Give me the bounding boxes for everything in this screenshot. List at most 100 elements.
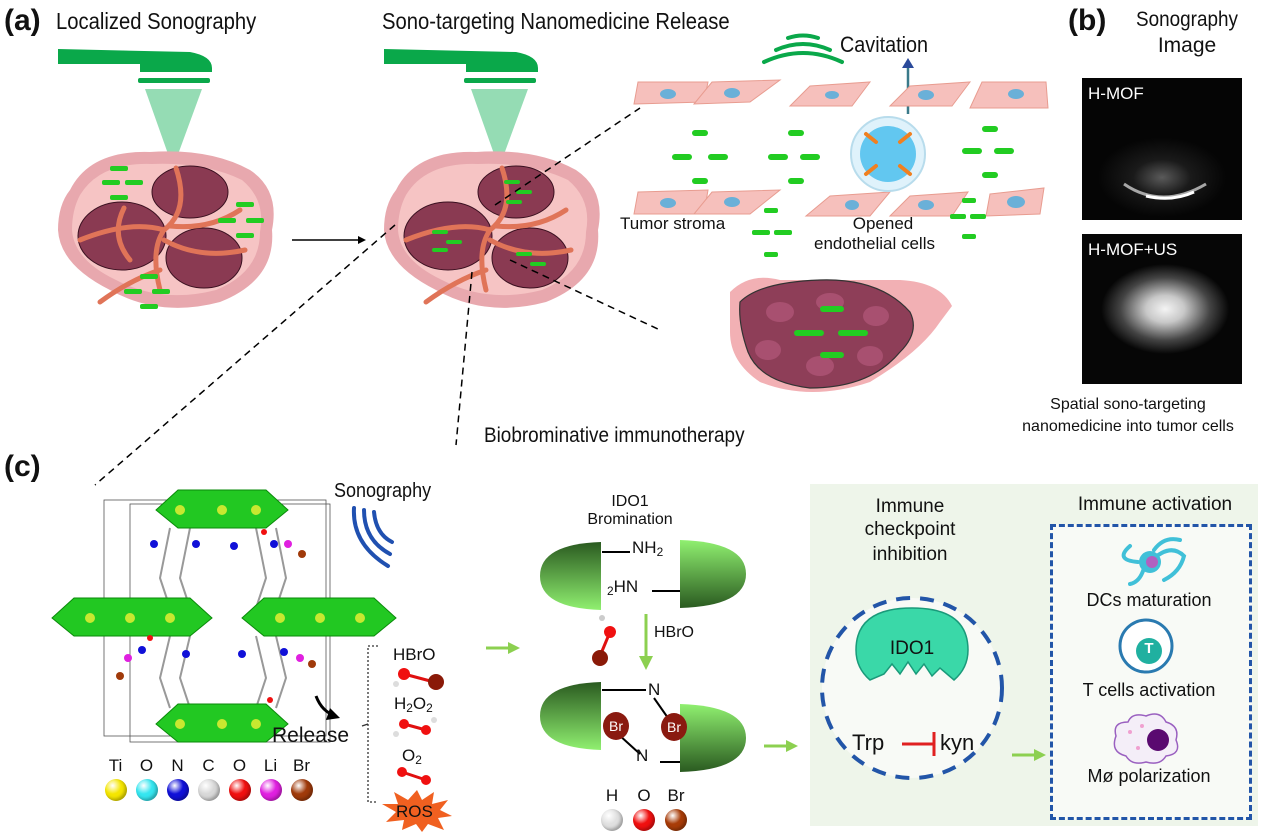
n-bottom-label: N — [636, 746, 649, 765]
legend-item: O — [628, 786, 660, 831]
ido1-enzyme-icon — [855, 607, 969, 681]
hbro-reagent-label: HBrO — [654, 624, 694, 641]
h2o2-label: H2O2 — [394, 694, 433, 715]
legend-symbol: O — [232, 756, 247, 775]
legend-symbol: Br — [293, 756, 310, 775]
legend-symbol: Ti — [108, 756, 123, 775]
localized-sonography-title: Localized Sonography — [56, 8, 257, 34]
atom-ball-icon — [228, 779, 251, 801]
ido1-enzyme-label: IDO1 — [889, 638, 935, 659]
panel-c-label: (c) — [4, 450, 41, 483]
legend-symbol: H — [605, 786, 619, 805]
sono-targeting-title: Sono-targeting Nanomedicine Release — [382, 8, 730, 34]
atom-ball-icon — [633, 809, 655, 831]
ros-burst-icon — [382, 790, 452, 832]
o2-sub: 2 — [415, 752, 422, 767]
hn-text: HN — [613, 577, 639, 596]
ido1-title-1: IDO1 — [611, 493, 649, 510]
progression-arrow-icon — [292, 236, 366, 244]
t-cell-icon — [1118, 618, 1174, 674]
mof-nanoparticles — [672, 126, 1014, 184]
o2-label: O2 — [402, 746, 422, 767]
macrophage-polarization-label: Mø polarization — [1087, 766, 1211, 786]
tumor-tissue — [58, 151, 274, 308]
endothelial-layer — [633, 79, 1049, 217]
immune-activation-title: Immune activation — [1077, 494, 1233, 515]
hmof-label: H-MOF — [1088, 84, 1144, 103]
legend-symbol: O — [139, 756, 154, 775]
hn-sub: 2 — [607, 583, 614, 598]
o2-o: O — [402, 746, 416, 765]
nh2-label: NH2 — [632, 538, 663, 559]
hbro-label: HBrO — [393, 645, 436, 664]
checkpoint-title-1: Immune — [875, 496, 945, 517]
dendritic-cell-icon — [1121, 537, 1187, 586]
sonography-image-hmof-us: H-MOF+US — [1082, 234, 1242, 384]
legend-item: O — [131, 756, 162, 801]
legend-symbol: N — [171, 756, 184, 775]
h2o2-o: O — [412, 694, 427, 713]
panel-a-label: (a) — [4, 4, 41, 37]
ultrasound-probe-icon — [384, 49, 538, 83]
macrophage-icon — [1113, 713, 1179, 764]
ido1-title-2: Bromination — [587, 511, 673, 528]
h2o2-h: H — [394, 694, 407, 713]
echo-reflection — [1123, 182, 1207, 200]
atom-ball-icon — [665, 809, 687, 831]
legend-symbol: C — [202, 756, 215, 775]
panel-b-label: (b) — [1068, 4, 1107, 37]
legend-item: Br — [286, 756, 317, 801]
n-top-label: N — [648, 680, 661, 699]
tumor-stroma-label: Tumor stroma — [620, 214, 726, 233]
ido1-domains-before — [540, 540, 746, 610]
atom-ball-icon — [104, 779, 127, 801]
hn-label: 2HN — [607, 577, 638, 598]
atom-ball-icon — [135, 779, 158, 801]
br-label-2: Br — [667, 719, 681, 735]
atom-ball-icon — [601, 809, 623, 831]
h2o2-molecule-icon — [393, 717, 437, 737]
ros-bracket — [361, 645, 378, 803]
ultrasound-beam — [145, 89, 202, 168]
biobrominative-title: Biobrominative immunotherapy — [484, 424, 745, 447]
sonography-image-title-2: Image — [1157, 34, 1217, 57]
legend-item: C — [193, 756, 224, 801]
dcs-maturation-label: DCs maturation — [1086, 590, 1212, 610]
legend-symbol: O — [637, 786, 651, 805]
atom-ball-icon — [290, 779, 313, 801]
ido1-domains-brominated — [540, 682, 746, 772]
legend-symbol: Li — [263, 756, 278, 775]
flow-arrow-icon — [764, 740, 798, 752]
sonography-label: Sonography — [334, 480, 432, 502]
atom-ball-icon — [259, 779, 282, 801]
activation-arrow-icon — [1012, 749, 1046, 761]
t-glyph: T — [1144, 640, 1154, 657]
cavitation-label: Cavitation — [840, 32, 929, 57]
h2o2-sub2: 2 — [426, 700, 433, 715]
tumor-cell-zoomed — [730, 277, 952, 392]
hbro-reagent-icon — [592, 615, 616, 666]
o2-molecule-icon — [397, 767, 431, 785]
sound-waves-icon — [762, 33, 844, 64]
caption-line-1: Spatial sono-targeting — [1050, 396, 1206, 413]
t-cells-activation-label: T cells activation — [1082, 680, 1216, 700]
caption-line-2: nanomedicine into tumor cells — [1022, 418, 1234, 435]
mof-nanoparticle-icon — [950, 198, 986, 239]
nh2-sub: 2 — [656, 544, 664, 559]
ultrasound-waves-icon — [351, 506, 394, 568]
kyn-label: kyn — [940, 730, 975, 755]
release-label: Release — [272, 724, 350, 747]
legend-item: Ti — [100, 756, 131, 801]
opened-label: Opened — [852, 214, 914, 233]
trp-label: Trp — [852, 730, 885, 755]
ultrasound-probe-icon — [58, 49, 212, 83]
mof-nanoparticle-icon — [752, 208, 792, 257]
flow-arrow-icon — [486, 642, 520, 654]
reaction-arrow-icon — [639, 614, 653, 670]
h2o2-sub1: 2 — [406, 700, 413, 715]
sonography-image-title-1: Sonography — [1136, 8, 1238, 31]
cavitation-bubble — [850, 116, 926, 192]
tumor-illustration-left — [58, 49, 274, 309]
